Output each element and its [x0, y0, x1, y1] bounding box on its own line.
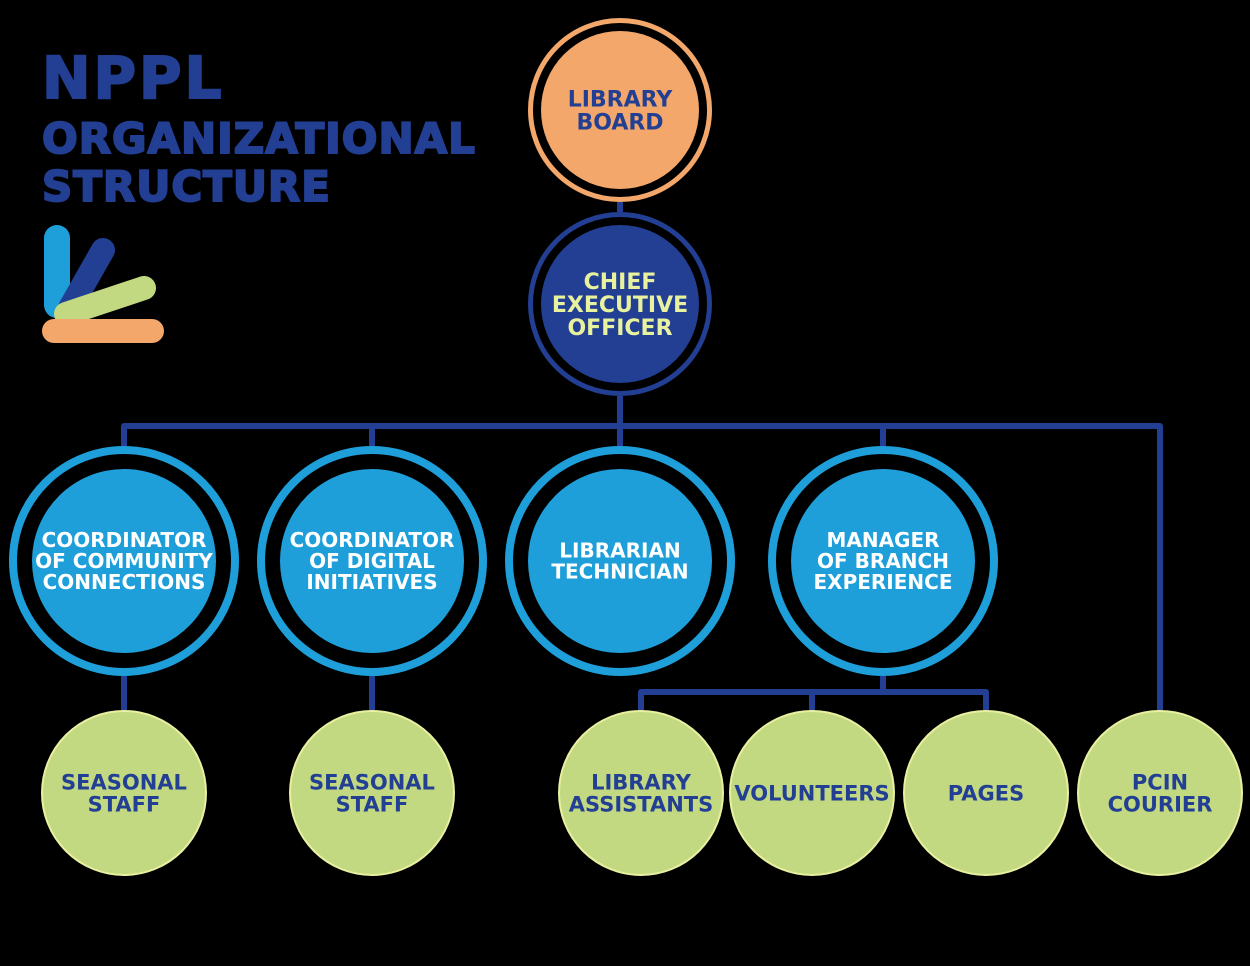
- node-ring: [528, 212, 712, 396]
- node-circle: [280, 469, 464, 653]
- title-line-1: NPPL: [41, 43, 225, 113]
- connector-ceo-to-coord-digital: [369, 396, 623, 446]
- node-label-line: SEASONAL: [309, 771, 435, 795]
- node-label-line: EXECUTIVE: [552, 293, 688, 318]
- node-circle: [558, 710, 724, 876]
- node-ring: [257, 446, 487, 676]
- node-label-line: STAFF: [336, 793, 409, 817]
- node-label-line: OFFICER: [567, 316, 672, 341]
- node-circle: [1077, 710, 1243, 876]
- node-ring: [528, 18, 712, 202]
- node-label-line: TECHNICIAN: [551, 560, 688, 584]
- title-line-2: ORGANIZATIONAL: [41, 113, 476, 164]
- node-label-line: MANAGER: [826, 528, 939, 552]
- node-ring: [768, 446, 998, 676]
- node-label-line: INITIATIVES: [306, 570, 437, 594]
- connector-ceo-to-manager-branch: [617, 396, 886, 446]
- node-label-line: LIBRARY: [591, 771, 692, 795]
- node-label-line: COORDINATOR: [290, 528, 455, 552]
- node-label-line: ASSISTANTS: [569, 793, 713, 817]
- node-circle: [903, 710, 1069, 876]
- node-label-line: PAGES: [948, 782, 1024, 806]
- connector-lines: [121, 202, 1163, 711]
- node-ring: [505, 446, 735, 676]
- title-line-3: STRUCTURE: [41, 161, 331, 212]
- node-label-line: OF BRANCH: [817, 549, 949, 573]
- node-pages: PAGES: [903, 710, 1069, 876]
- node-circle: [528, 469, 712, 653]
- node-circle: [289, 710, 455, 876]
- node-label-line: LIBRARY: [568, 87, 674, 112]
- connector-manager-branch-to-pages: [880, 676, 989, 711]
- node-label-line: SEASONAL: [61, 771, 187, 795]
- node-label-line: STAFF: [88, 793, 161, 817]
- node-label-line: OF DIGITAL: [309, 549, 435, 573]
- node-ring: [9, 446, 239, 676]
- node-label-line: LIBRARIAN: [559, 539, 680, 563]
- connector-ceo-to-pcin-courier: [617, 396, 1163, 711]
- node-circle: [32, 469, 216, 653]
- node-label-line: COURIER: [1108, 793, 1213, 817]
- node-label-line: COORDINATOR: [42, 528, 207, 552]
- org-nodes: LIBRARYBOARDCHIEFEXECUTIVEOFFICERCOORDIN…: [9, 18, 1243, 876]
- node-label-line: CHIEF: [584, 270, 657, 295]
- node-label-line: EXPERIENCE: [814, 570, 953, 594]
- node-circle: [541, 31, 699, 189]
- node-label-line: PCIN: [1132, 771, 1188, 795]
- connector-manager-branch-to-volunteers: [809, 676, 886, 711]
- node-circle: [729, 710, 895, 876]
- node-label-line: OF COMMUNITY: [35, 549, 213, 573]
- node-label-line: VOLUNTEERS: [734, 782, 889, 806]
- node-circle: [41, 710, 207, 876]
- node-circle: [791, 469, 975, 653]
- node-label-line: BOARD: [576, 110, 663, 135]
- nppl-logo-icon: [42, 225, 164, 343]
- node-label-line: CONNECTIONS: [43, 570, 206, 594]
- node-volunteers: VOLUNTEERS: [729, 710, 895, 876]
- node-circle: [541, 225, 699, 383]
